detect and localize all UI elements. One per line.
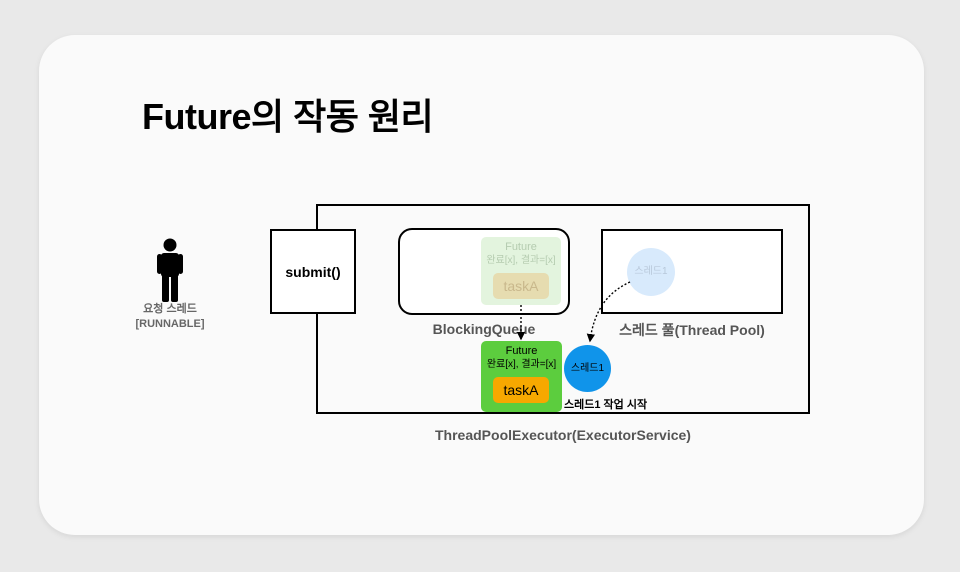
- task-block: taskA: [493, 273, 549, 299]
- person-label-line2: [RUNNABLE]: [135, 318, 205, 330]
- future-title: Future: [505, 345, 538, 357]
- future-status: 완료[x], 결과=[x]: [486, 255, 556, 266]
- person-label: 요청 스레드 [RUNNABLE]: [120, 302, 220, 332]
- submit-box: submit(): [270, 229, 356, 314]
- blocking-queue-caption: BlockingQueue: [432, 321, 536, 337]
- executor-caption: ThreadPoolExecutor(ExecutorService): [435, 427, 691, 443]
- person-label-line1: 요청 스레드: [143, 303, 197, 315]
- queued-future-ghost: Future 완료[x], 결과=[x] taskA: [481, 237, 561, 305]
- page-title: Future의 작동 원리: [142, 96, 434, 137]
- pool-thread-ghost: 스레드1: [627, 248, 675, 296]
- future-status: 완료[x], 결과=[x]: [486, 359, 557, 370]
- thread-start-caption: 스레드1 작업 시작: [564, 399, 648, 411]
- active-future: Future 완료[x], 결과=[x] taskA: [481, 341, 562, 412]
- active-thread: 스레드1: [564, 345, 611, 392]
- task-block: taskA: [493, 377, 549, 403]
- thread-pool-caption: 스레드 풀(Thread Pool): [619, 322, 765, 338]
- future-title: Future: [505, 241, 537, 253]
- person-icon: [157, 238, 183, 302]
